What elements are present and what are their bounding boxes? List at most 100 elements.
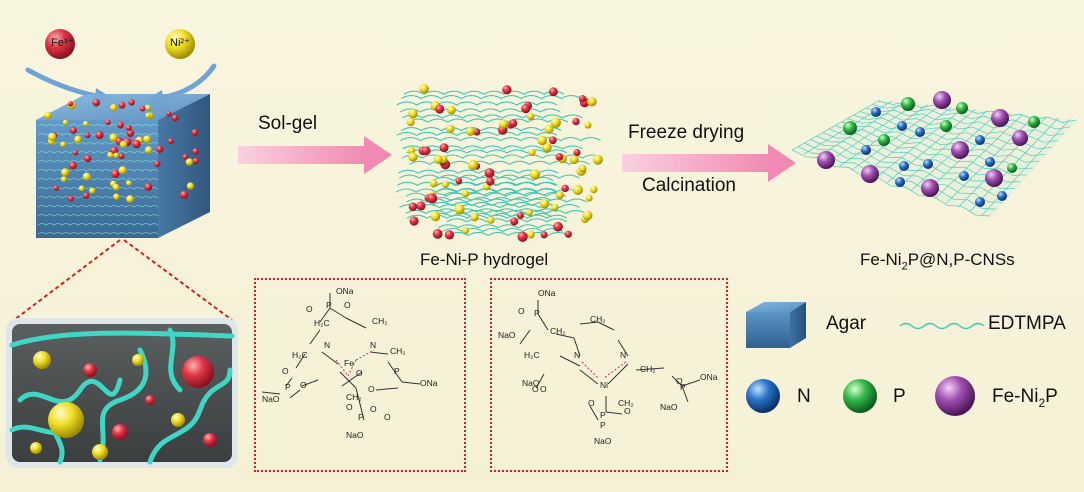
fe-ion-particle [421,146,431,156]
ni-ion-particle [429,179,438,188]
ni-ion-particle [430,211,441,222]
structure-atom-label: O [532,384,539,394]
ni-ion-sphere [165,29,195,59]
edtmpa-strand [447,231,569,237]
structure-atom-label: NaO [522,378,540,388]
ni-ion-particle [60,141,66,148]
structure-atom-label: O [588,398,595,408]
legend-n-label: N [797,386,811,407]
fe-ion-particle [53,185,59,191]
fe-ion-particle [578,95,587,103]
structure-atom-label: O [384,412,391,422]
structure-atom-label: ONa [336,286,354,296]
structure-atom-label: CH₂ [346,392,362,402]
fe-ion-particle [192,148,199,155]
ni-ion-particle [433,155,443,164]
carbon-mesh-line [791,99,881,151]
structure-atom-label: NaO [262,394,280,404]
structure-atom-label: ONa [538,288,556,298]
ni-ion-particle [144,146,153,154]
structure-atom-label: NaO [660,402,678,412]
structure-atom-label: N [574,350,581,360]
edtmpa-strand [147,367,233,465]
ni-ion-particle [408,152,418,162]
ni-ion-particle [539,199,550,209]
structure-atom-label: Ni [600,380,609,390]
carbon-mesh-line [981,118,1071,216]
feni2p-particle [951,141,969,159]
fe-ion-particle [510,217,519,226]
ni-ion-label: Ni²⁺ [170,37,190,49]
carbon-mesh-line [828,128,1028,176]
carbon-mesh-line [886,109,976,183]
fe-ion-particle [473,128,481,136]
ni-ion-particle [118,166,127,175]
zoom-line-right [123,239,233,321]
ni-ion-particle [171,413,185,427]
ni-ion-particle [461,190,470,198]
ni-ion-particle [113,193,120,200]
fe-ion-particle [555,153,564,161]
carbon-mesh-line [834,125,1034,170]
structure-atom-label: P [326,300,332,310]
structure-atom-label: P [394,366,400,376]
fe-ion-particle [182,356,214,388]
ni-ion-particle [62,119,69,126]
ni-ion-particle [544,124,554,134]
ni-ion-particle [185,158,194,166]
structure-atom-label: P [600,410,606,420]
structure-atom-label: H₂C [524,350,540,360]
ni-ion-particle [582,210,593,221]
fe-ion-particle [95,130,104,140]
structure-atom-label: P [358,412,364,422]
carbon-mesh-line [841,121,1040,163]
ni-ion-particle [107,151,114,159]
p-atom-particle [843,121,857,135]
ni-edtmpa-structure-box [490,278,728,472]
carbon-mesh-line [934,114,1023,200]
fe-ion-particle [156,145,164,153]
structure-atom-label: CH₂ [640,364,656,374]
step-freeze-drying-label: Freeze drying [628,122,745,143]
zoom-inset [6,318,238,468]
structure-atom-label: ONa [700,372,718,382]
ni-ion-particle [48,402,84,438]
step-sol-gel-label: Sol-gel [258,113,318,134]
structure-atom-label: P [285,382,291,392]
fe-ion-particle [83,154,92,163]
n-atom-particle [897,121,907,131]
fe-ion-particle [408,202,418,211]
edtmpa-strand [446,218,568,223]
structure-atom-label: N [370,340,377,350]
fe-ion-particle [132,139,141,149]
ni-ion-particle [527,230,535,239]
legend-edtmpa-label: EDTMPA [988,313,1066,334]
carbon-mesh-line [958,116,1047,208]
edtmpa-strand [97,347,149,463]
n-atom-particle [923,159,933,169]
fe-ion-particle [167,138,174,145]
carbon-mesh-line [804,142,1003,203]
structure-atom-label: O [518,306,525,316]
ni-ion-particle [551,203,559,211]
fe-ion-particle [203,433,217,447]
edtmpa-strand [435,181,556,187]
ni-ion-particle [110,104,118,112]
legend-feni2p-sphere [935,376,975,416]
ni-ion-particle [109,133,118,142]
ni-ion-particle [112,183,120,191]
ni-ion-particle [60,176,67,183]
fe-ion-particle [182,153,189,160]
feni2p-particle [861,165,879,183]
ni-ion-particle [419,83,429,94]
fe-ion-particle [82,192,90,199]
n-atom-particle [895,177,905,187]
ni-ion-particle [447,105,456,115]
ni-ion-particle [143,135,151,143]
ni-ion-particle [144,104,151,111]
fe-ion-particle [69,126,78,134]
edtmpa-strand [437,224,559,229]
fe-ion-particle [553,221,563,232]
zoom-line-left [13,239,121,321]
